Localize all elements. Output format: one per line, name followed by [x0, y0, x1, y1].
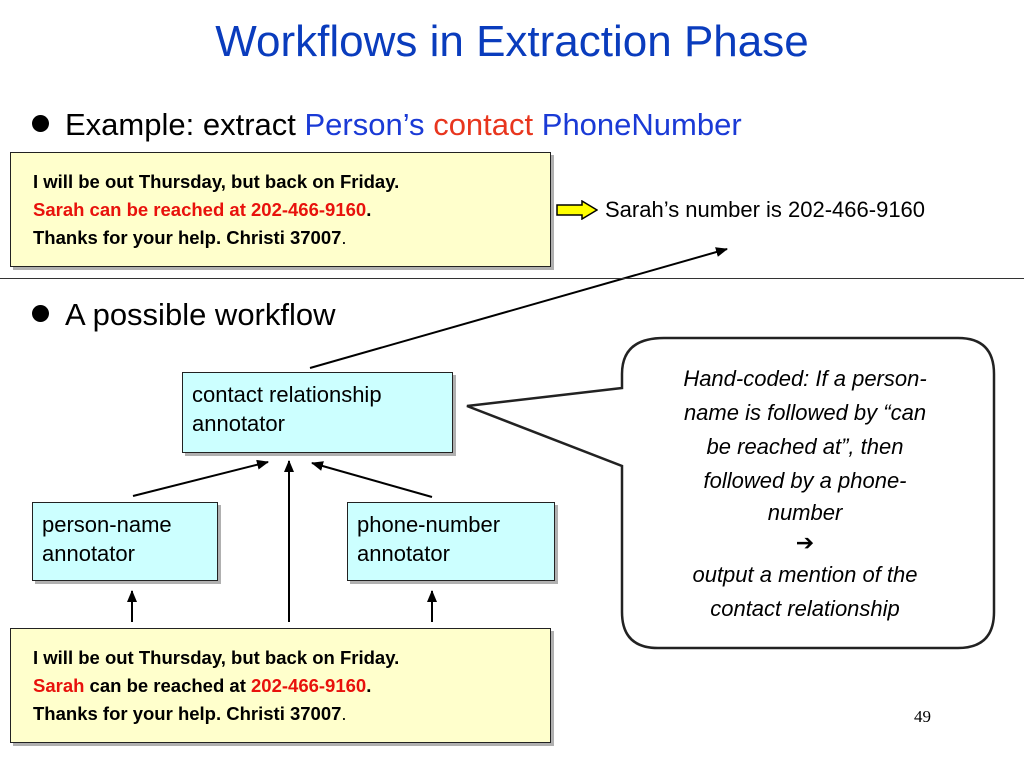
right-block-arrow-icon	[556, 200, 598, 220]
entity-word: Person’s	[304, 107, 425, 142]
arrow-contact-to-result	[309, 247, 728, 369]
memo-top-line2-text: Sarah can be reached at 202-466-9160	[33, 199, 367, 220]
phone-box-line1: phone-number	[357, 512, 501, 537]
callout-bubble	[466, 336, 996, 650]
divider-line	[0, 278, 1024, 279]
attribute-word: PhoneNumber	[541, 107, 742, 142]
bullet-dot-icon	[32, 305, 49, 323]
bullet-example-prefix: Example: extract	[65, 107, 296, 142]
callout-line7: contact relationship	[710, 596, 900, 621]
bullet-workflow: A possible workflow	[32, 296, 336, 334]
slide-title: Workflows in Extraction Phase	[215, 17, 809, 66]
memo-bottom-line3-text: Thanks for your help. Christi 37007	[33, 703, 342, 724]
memo-top-line3: Thanks for your help. Christi 37007.	[33, 224, 540, 252]
phone-number-annotator-box: phone-number annotator	[347, 502, 555, 581]
callout-text: Hand-coded: If a person- name is followe…	[634, 362, 976, 626]
callout-line3: be reached at”, then	[706, 434, 904, 459]
person-name-annotator-box: person-name annotator	[32, 502, 218, 581]
memo-bottom-line3-end: .	[341, 703, 347, 724]
arrow-person-to-contact	[132, 459, 269, 497]
memo-top-line3-end: .	[341, 227, 347, 248]
memo-top-line2-end: .	[366, 199, 372, 220]
memo-top-line1: I will be out Thursday, but back on Frid…	[33, 171, 400, 192]
callout-line4: followed by a phone-	[703, 468, 907, 493]
right-arrow-icon: ➔	[795, 530, 815, 555]
memo-bottom-line2-mid: can be reached at	[84, 675, 251, 696]
result-text: Sarah’s number is 202-466-9160	[605, 197, 926, 222]
arrow-phone-to-contact	[311, 461, 433, 498]
person-box-line2: annotator	[42, 541, 135, 566]
memo-bottom-line2: Sarah can be reached at 202-466-9160.	[33, 672, 540, 700]
page-number: 49	[914, 707, 931, 726]
bullet-dot-icon	[32, 115, 49, 133]
callout-line1: Hand-coded: If a person-	[683, 366, 927, 391]
memo-bottom-line3: Thanks for your help. Christi 37007.	[33, 700, 540, 728]
memo-top: I will be out Thursday, but back on Frid…	[10, 152, 551, 267]
memo-bottom-line1: I will be out Thursday, but back on Frid…	[33, 647, 400, 668]
contact-box-line1: contact relationship	[192, 382, 382, 407]
person-box-line1: person-name	[42, 512, 172, 537]
contact-relationship-annotator-box: contact relationship annotator	[182, 372, 453, 453]
bullet-example: Example: extract Person’s contact PhoneN…	[32, 106, 742, 144]
phone-box-line2: annotator	[357, 541, 450, 566]
memo-bottom-phone-number: 202-466-9160	[251, 675, 367, 696]
callout-line5: number	[767, 500, 843, 525]
bullet-workflow-text: A possible workflow	[65, 297, 336, 332]
relation-word: contact	[433, 107, 534, 142]
contact-box-line2: annotator	[192, 411, 285, 436]
memo-top-line3-text: Thanks for your help. Christi 37007	[33, 227, 342, 248]
memo-bottom: I will be out Thursday, but back on Frid…	[10, 628, 551, 743]
callout-line6: output a mention of the	[692, 562, 918, 587]
memo-bottom-person-name: Sarah	[33, 675, 85, 696]
callout-line2: name is followed by “can	[683, 400, 927, 425]
memo-bottom-line2-end: .	[366, 675, 372, 696]
memo-top-line2: Sarah can be reached at 202-466-9160.	[33, 196, 540, 224]
